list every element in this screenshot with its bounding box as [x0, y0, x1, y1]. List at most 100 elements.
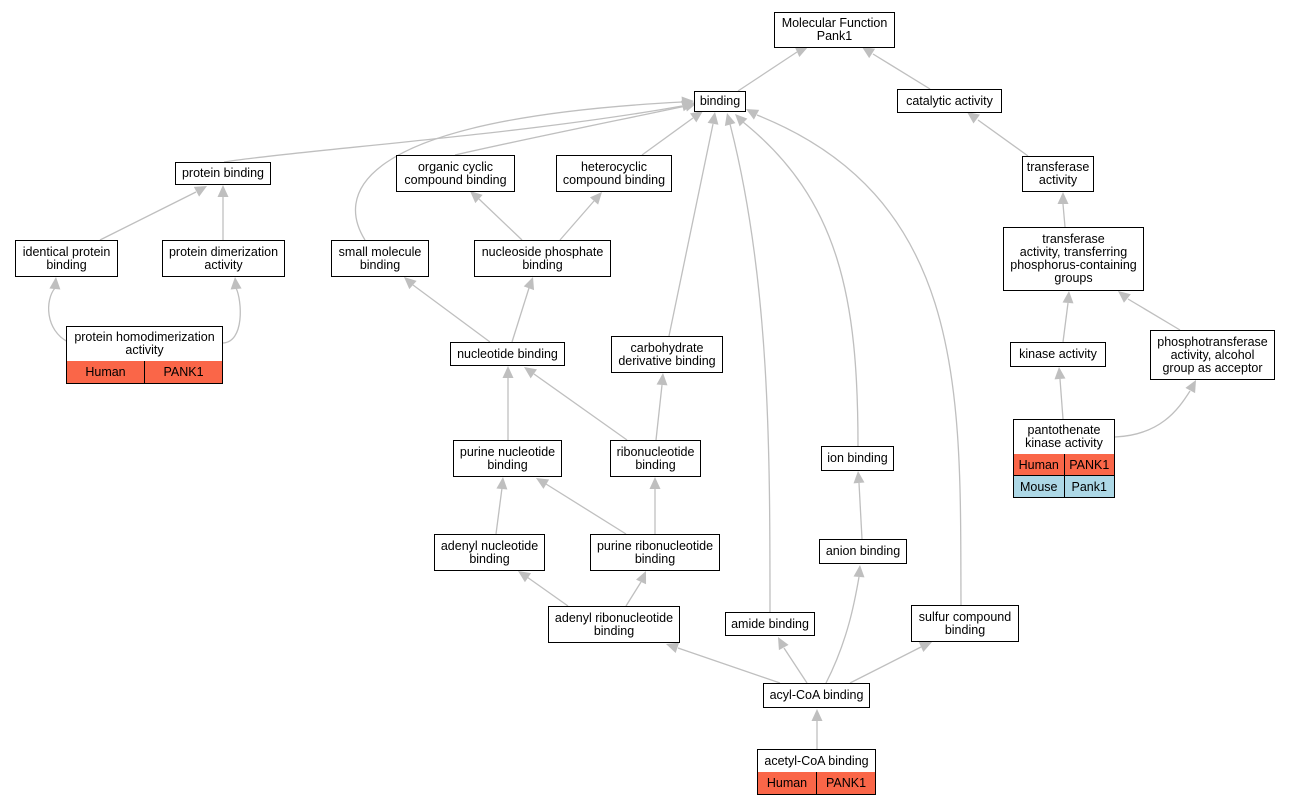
node-phosphotransferase-alcohol-acceptor[interactable]: phosphotransferase activity, alcohol gro… [1150, 330, 1275, 380]
edge-acyl-to-anion [825, 576, 860, 684]
edge-adenyl-ribo-to-adenyl [526, 576, 569, 607]
node-purine-ribonucleotide-binding[interactable]: purine ribonucleotide binding [590, 534, 720, 571]
edge-ribonucleotide-to-carbohydrate-arrowhead [656, 373, 668, 386]
annotation-row: Human PANK1 [1013, 454, 1115, 476]
edge-kinase-to-phosphorus-arrowhead [1062, 291, 1074, 304]
edge-heterocyclic-to-binding [641, 117, 694, 156]
edge-nucleotide-to-nucleoside-arrowhead [523, 277, 535, 291]
edge-homodimer-to-dimerization-arrowhead [230, 277, 242, 290]
edge-binding-to-root [737, 51, 798, 92]
node-nucleoside-phosphate-binding[interactable]: nucleoside phosphate binding [474, 240, 611, 277]
gene-cell[interactable]: PANK1 [816, 772, 875, 794]
edge-acyl-to-sulfur [849, 646, 922, 684]
edge-transferase-to-catalytic [977, 119, 1029, 157]
node-protein-homodimerization-activity[interactable]: protein homodimerization activity [66, 326, 223, 362]
edge-sulfur-to-binding [756, 114, 962, 606]
node-small-molecule-binding[interactable]: small molecule binding [331, 240, 429, 277]
node-heterocyclic-compound-binding[interactable]: heterocyclic compound binding [556, 155, 672, 192]
edge-kinase-to-phosphorus [1062, 302, 1069, 343]
edge-acyl-to-amide [783, 647, 808, 684]
edge-identical-to-protein-binding [99, 191, 197, 241]
gene-cell[interactable]: Pank1 [1063, 476, 1114, 497]
edge-purine-ribo-to-purine [545, 483, 627, 535]
edge-ion-to-binding [742, 121, 859, 447]
edge-organic-cyclic-to-binding [454, 105, 687, 156]
edge-amide-to-binding-arrowhead [724, 113, 736, 127]
edge-acyl-to-anion-arrowhead [853, 565, 865, 578]
edge-carbohydrate-to-binding-arrowhead [707, 112, 719, 125]
edge-ribonucleotide-to-nucleotide [533, 373, 628, 441]
node-binding[interactable]: binding [694, 91, 746, 112]
edge-carbohydrate-to-binding [668, 123, 714, 337]
edge-small-molecule-to-binding [354, 101, 683, 241]
edge-nucleotide-to-small-molecule-arrowhead [404, 277, 417, 290]
edge-nucleoside-to-organic-cyclic-arrowhead [470, 191, 483, 204]
edge-adenyl-ribo-to-purine-ribo-arrowhead [636, 571, 647, 585]
edge-acyl-to-adenyl-ribo-arrowhead [666, 642, 680, 654]
edge-catalytic-to-root-arrowhead [862, 47, 876, 59]
edge-protein-binding-to-binding [223, 105, 683, 163]
edge-purine-ribo-to-ribonucleotide-arrowhead [649, 477, 661, 489]
node-pantothenate-kinase-activity[interactable]: pantothenate kinase activity [1013, 419, 1115, 455]
edge-purine-ribo-to-purine-arrowhead [536, 478, 550, 489]
node-adenyl-ribonucleotide-binding[interactable]: adenyl ribonucleotide binding [548, 606, 680, 643]
node-organic-cyclic-compound-binding[interactable]: organic cyclic compound binding [396, 155, 515, 192]
node-ion-binding[interactable]: ion binding [821, 446, 894, 471]
edge-nucleoside-to-heterocyclic-arrowhead [589, 192, 602, 205]
edge-ribonucleotide-to-nucleotide-arrowhead [524, 367, 537, 379]
edge-homodimer-to-identical-arrowhead [49, 277, 61, 290]
edge-adenyl-ribo-to-purine-ribo [625, 581, 642, 607]
node-kinase-activity[interactable]: kinase activity [1010, 342, 1106, 367]
edge-pantothenate-to-phosphotransferase-arrowhead [1185, 380, 1196, 394]
edge-ribonucleotide-to-carbohydrate [655, 384, 663, 441]
edge-adenyl-to-purine [495, 487, 503, 535]
edge-anion-to-ion [858, 482, 863, 540]
node-acetyl-coa-binding[interactable]: acetyl-CoA binding [757, 749, 876, 773]
node-protein-dimerization-activity[interactable]: protein dimerization activity [162, 240, 285, 277]
edge-adenyl-ribo-to-adenyl-arrowhead [518, 571, 532, 583]
node-anion-binding[interactable]: anion binding [819, 539, 907, 564]
edge-phosphotransferase-to-phosphorus-arrowhead [1118, 291, 1131, 303]
edge-adenyl-to-purine-arrowhead [496, 477, 508, 490]
species-cell: Human [1014, 454, 1064, 475]
edge-phosphorus-to-transferase [1062, 203, 1066, 228]
edge-nucleoside-to-heterocyclic [559, 200, 595, 241]
edge-amide-to-binding [729, 123, 771, 613]
node-acyl-coa-binding[interactable]: acyl-CoA binding [763, 683, 870, 708]
edge-pantothenate-to-kinase-arrowhead [1054, 367, 1066, 380]
node-catalytic-activity[interactable]: catalytic activity [897, 89, 1002, 113]
edge-pantothenate-to-phosphotransferase [1114, 390, 1191, 438]
species-cell: Mouse [1014, 476, 1064, 497]
node-purine-nucleotide-binding[interactable]: purine nucleotide binding [453, 440, 562, 477]
node-protein-binding[interactable]: protein binding [175, 162, 271, 185]
gene-cell[interactable]: PANK1 [1063, 454, 1114, 475]
node-adenyl-nucleotide-binding[interactable]: adenyl nucleotide binding [434, 534, 545, 571]
edge-homodimer-to-identical [48, 287, 69, 343]
gene-cell[interactable]: PANK1 [144, 361, 222, 383]
node-identical-protein-binding[interactable]: identical protein binding [15, 240, 118, 277]
node-transferase-phosphorus-groups[interactable]: transferase activity, transferring phosp… [1003, 227, 1144, 291]
node-molecular-function-root[interactable]: Molecular Function Pank1 [774, 12, 895, 48]
node-sulfur-compound-binding[interactable]: sulfur compound binding [911, 605, 1019, 642]
node-nucleotide-binding[interactable]: nucleotide binding [450, 342, 565, 366]
annotation-row: Human PANK1 [66, 361, 223, 384]
species-cell: Human [758, 772, 816, 794]
edge-acyl-to-adenyl-ribo [677, 647, 781, 684]
edge-dimerization-to-protein-binding-arrowhead [217, 185, 229, 197]
node-amide-binding[interactable]: amide binding [725, 612, 815, 636]
node-transferase-activity[interactable]: transferase activity [1022, 156, 1094, 192]
edge-heterocyclic-to-binding-arrowhead [690, 111, 703, 123]
edge-acetyl-to-acyl-arrowhead [811, 709, 823, 721]
edge-nucleotide-to-small-molecule [412, 284, 491, 343]
edge-catalytic-to-root [872, 53, 931, 90]
species-cell: Human [67, 361, 144, 383]
edge-nucleotide-to-nucleoside [511, 287, 530, 343]
edge-acyl-to-amide-arrowhead [778, 637, 789, 651]
edge-nucleoside-to-organic-cyclic [478, 198, 523, 241]
edge-phosphorus-to-transferase-arrowhead [1057, 192, 1069, 204]
edge-sulfur-to-binding-arrowhead [746, 109, 760, 120]
node-carbohydrate-derivative-binding[interactable]: carbohydrate derivative binding [611, 336, 723, 373]
edge-phosphotransferase-to-phosphorus [1127, 298, 1181, 331]
node-ribonucleotide-binding[interactable]: ribonucleotide binding [610, 440, 701, 477]
